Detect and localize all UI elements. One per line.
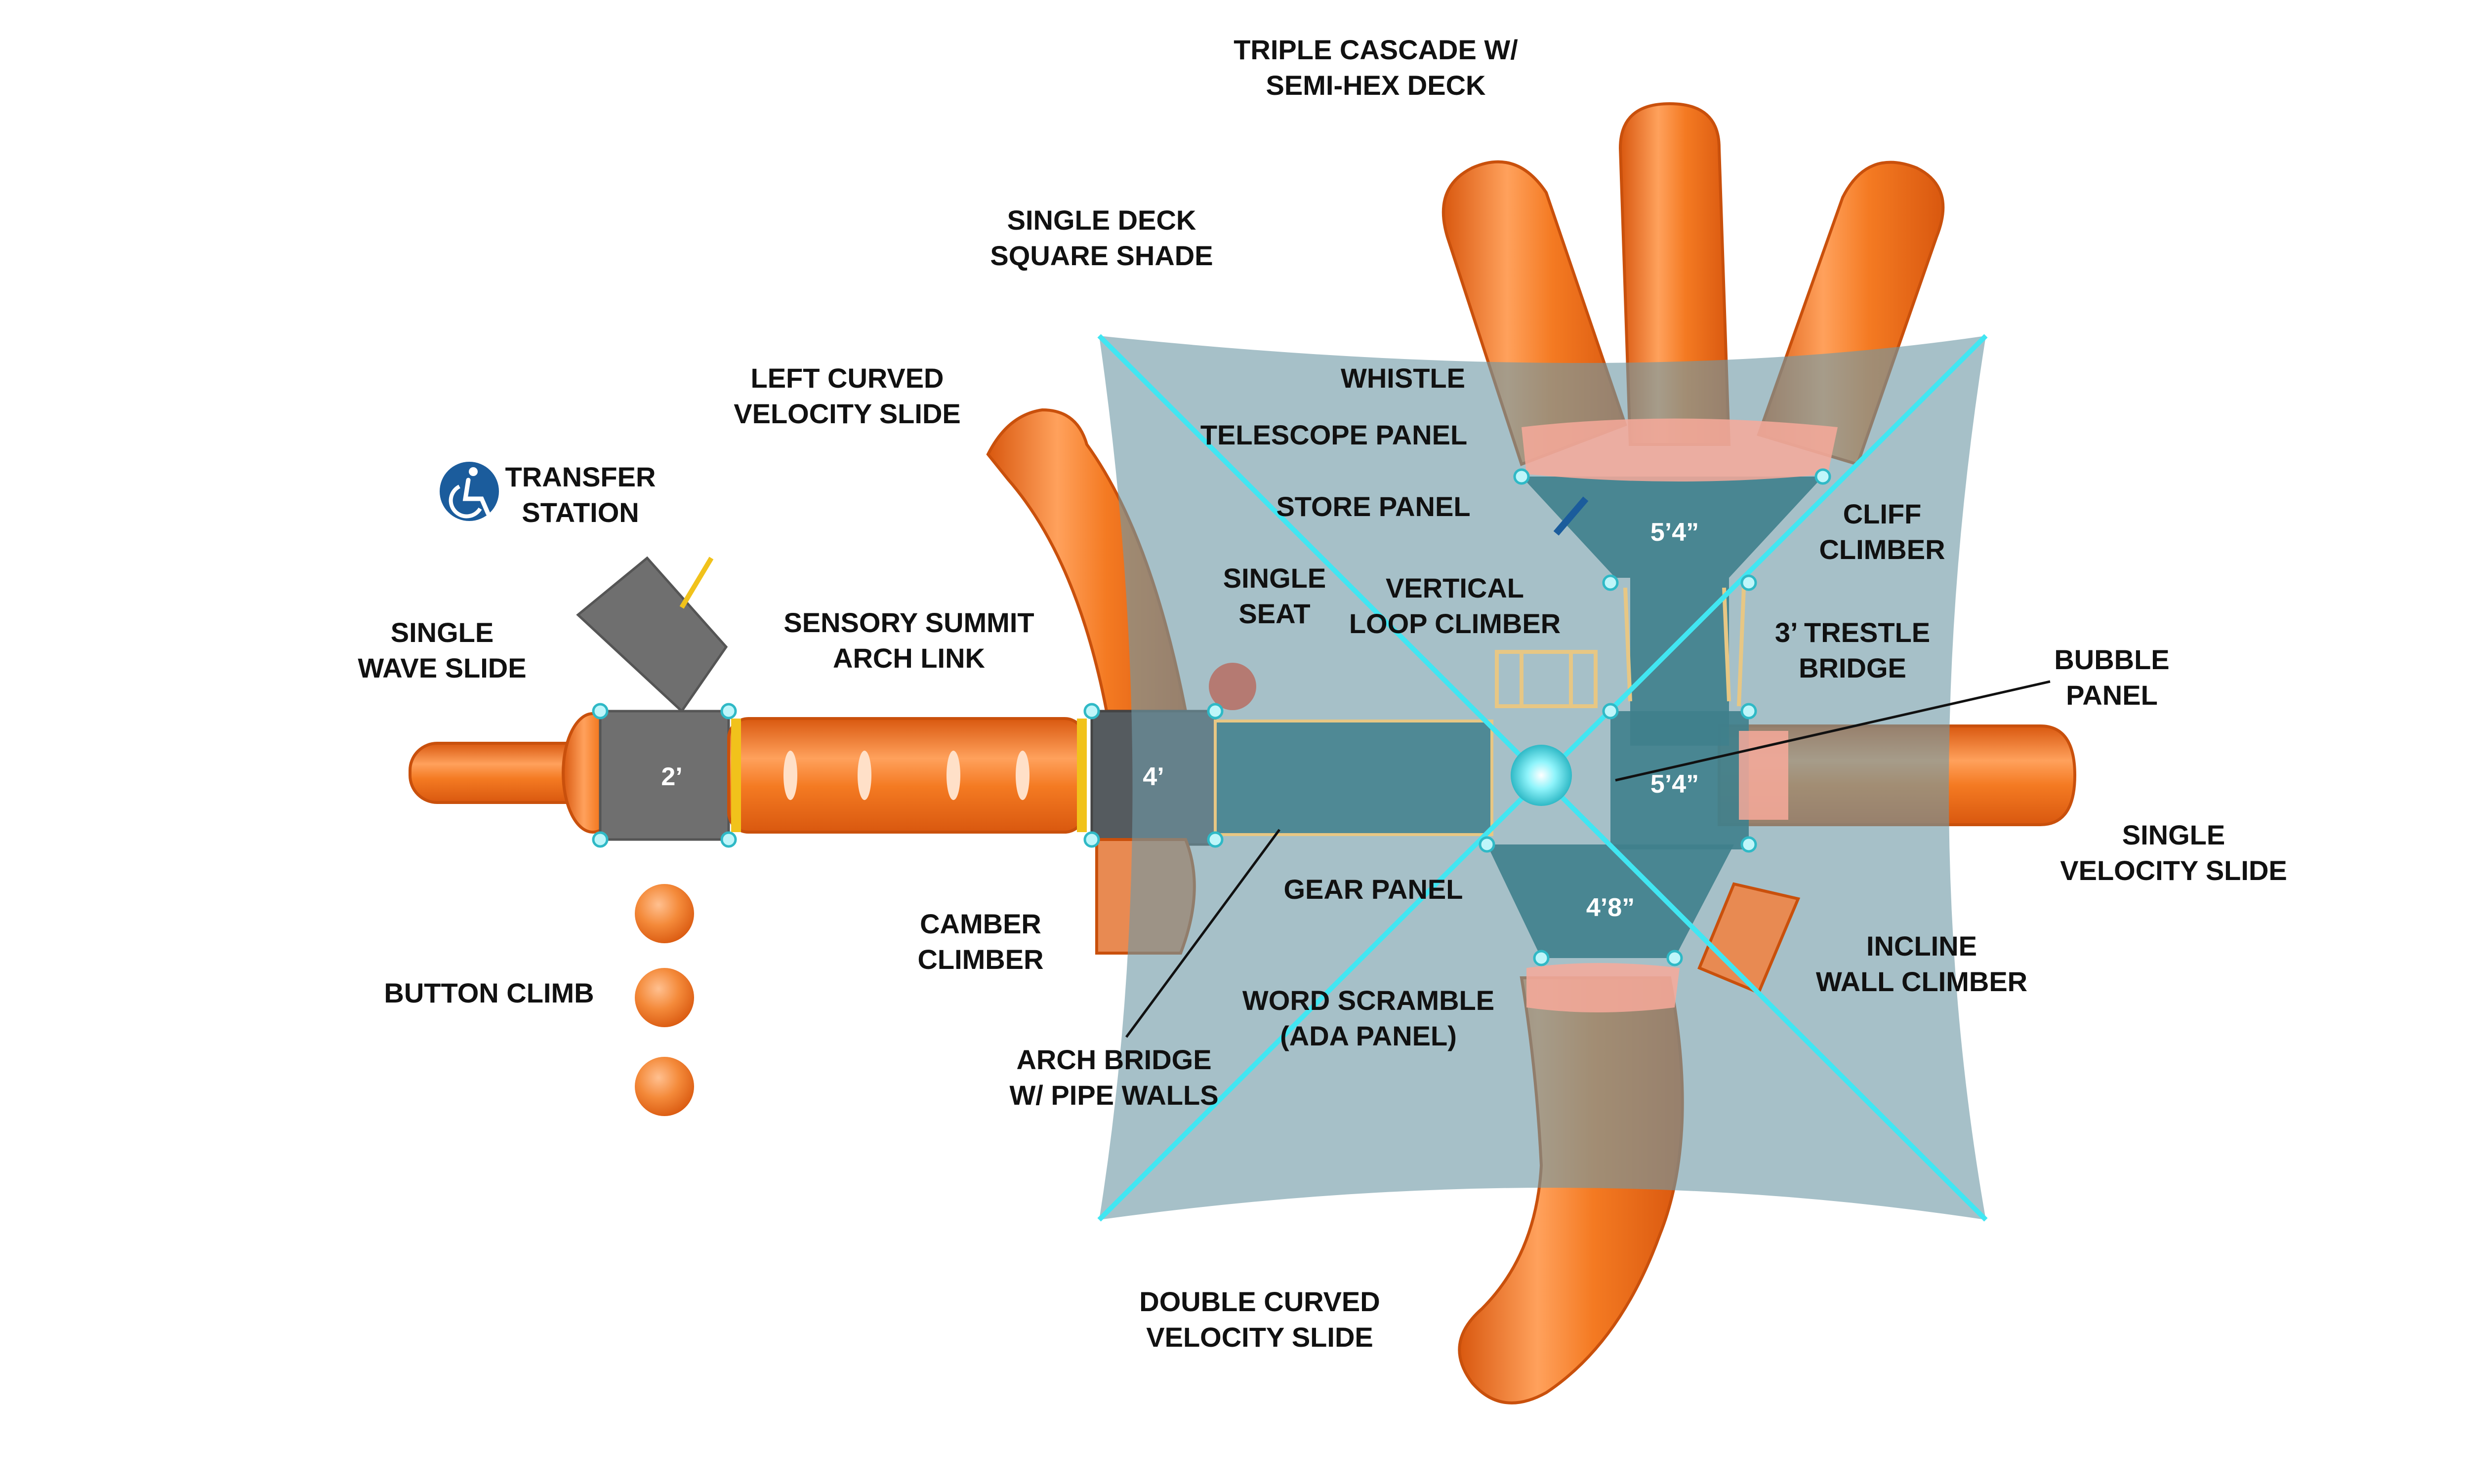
label-gear-panel: GEAR PANEL (1284, 874, 1463, 905)
post-connector (1479, 836, 1495, 853)
height-transfer-deck: 2’ (661, 762, 682, 791)
post-connector (592, 831, 609, 848)
post-connectors (592, 468, 1831, 966)
leader-line-bubble-panel (1615, 680, 2051, 782)
post-connector (1083, 831, 1100, 848)
button-climb (635, 884, 694, 1116)
semi-hex-deck-bottom (1487, 844, 1734, 958)
leader-line-arch-bridge (1125, 829, 1281, 1038)
trestle-bridge-rail (1737, 587, 1746, 707)
sensory-summit-arch-link (727, 717, 1087, 834)
post-connector (720, 831, 737, 848)
post-connector (1814, 468, 1831, 485)
post-connector (1740, 574, 1757, 591)
label-whistle: WHISTLE (1341, 362, 1465, 394)
label-store-panel: STORE PANEL (1276, 491, 1470, 522)
store-panel-rail (1623, 587, 1632, 702)
semi-hex-deck-top (1522, 477, 1823, 578)
post-connector (592, 703, 609, 720)
double-slide-hood (1526, 963, 1680, 1012)
single-wave-slide (409, 712, 624, 834)
post-connector (1666, 950, 1683, 966)
single-seat (1209, 663, 1256, 710)
telescope (1553, 496, 1589, 536)
single-slide-hood (1739, 731, 1788, 820)
label-word-scramble: WORD SCRAMBLE(ADA PANEL) (1242, 985, 1494, 1051)
label-telescope-panel: TELESCOPE PANEL (1200, 419, 1467, 450)
height-right-deck: 5’4” (1650, 770, 1699, 799)
transfer-steps (576, 556, 728, 713)
post-connector (1513, 468, 1530, 485)
post-connector (1083, 703, 1100, 720)
shade-hub (1511, 745, 1572, 806)
vertical-loop-climber (1495, 650, 1598, 708)
post-connector (1740, 836, 1757, 853)
height-top-deck: 5’4” (1650, 518, 1699, 547)
post-connector (1533, 950, 1550, 966)
post-connector (720, 703, 737, 720)
post-connector (1602, 703, 1619, 720)
cascade-hood (1522, 418, 1838, 481)
button-climb-ball (635, 1057, 694, 1116)
arch-bridge (1214, 720, 1493, 836)
right-deck (1610, 711, 1749, 849)
post-connector (1207, 703, 1224, 720)
wheelchair-accessibility-icon (440, 462, 499, 521)
cliff-climber (1722, 587, 1731, 702)
transfer-station (576, 556, 730, 841)
button-climb-ball (635, 884, 694, 943)
button-climb-ball (635, 968, 694, 1027)
height-bottom-deck: 4’8” (1586, 893, 1635, 922)
post-connector (1207, 831, 1224, 848)
height-link-deck: 4’ (1143, 762, 1164, 791)
post-connector (1602, 574, 1619, 591)
label-button-climb: BUTTON CLIMB (384, 977, 594, 1008)
cascade-slide-center (1618, 102, 1731, 446)
label-triple-cascade: TRIPLE CASCADE W/SEMI-HEX DECK (1234, 34, 1518, 101)
post-connector (1740, 703, 1757, 720)
